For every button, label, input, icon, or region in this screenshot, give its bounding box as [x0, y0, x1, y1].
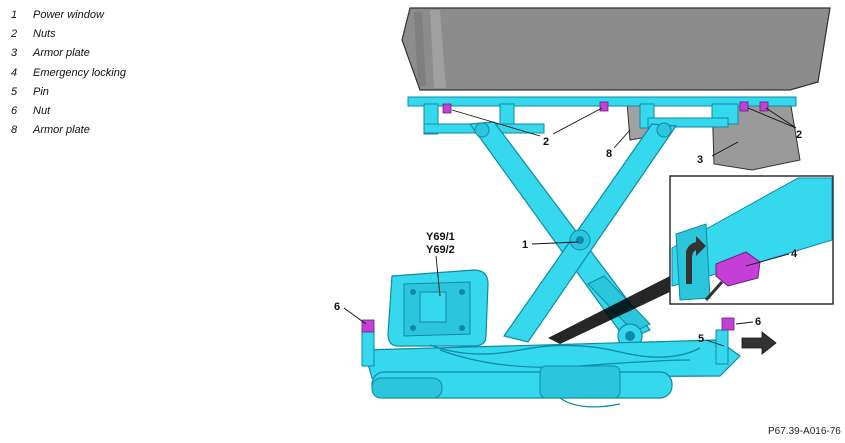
legend-item-4: 4 Emergency locking — [11, 67, 126, 79]
callout-y69-2: Y69/2 — [426, 244, 455, 256]
detail-inset — [548, 175, 834, 344]
callout-2-right: 2 — [796, 129, 802, 141]
legend-text: Nuts — [33, 28, 56, 40]
pump-motor — [371, 365, 673, 408]
callout-4: 4 — [791, 248, 798, 260]
callout-8: 8 — [606, 148, 612, 160]
legend-number: 1 — [11, 9, 18, 21]
valve-block — [387, 269, 489, 347]
callout-6-right: 6 — [755, 316, 761, 328]
legend-number: 8 — [11, 124, 18, 136]
legend-number: 6 — [11, 105, 18, 117]
callout-3: 3 — [697, 154, 703, 166]
callout-6-left: 6 — [334, 301, 340, 313]
fasteners — [361, 101, 769, 333]
direction-arrow — [741, 331, 777, 355]
legend-text: Emergency locking — [33, 67, 126, 79]
legend-number: 4 — [11, 67, 18, 79]
legend-item-3: 3 Armor plate — [11, 47, 90, 59]
window-glass — [401, 7, 831, 91]
scissor-mechanism — [468, 121, 678, 343]
legend-text: Armor plate — [33, 124, 90, 136]
legend-item-6: 6 Nut — [11, 105, 50, 117]
legend-item-5: 5 Pin — [11, 86, 49, 98]
legend-text: Power window — [33, 9, 104, 21]
callout-2-left: 2 — [543, 136, 549, 148]
callout-5: 5 — [698, 333, 704, 345]
legend-text: Nut — [33, 105, 51, 117]
leader-lines — [343, 107, 797, 347]
callout-1: 1 — [522, 239, 528, 251]
callout-y69-1: Y69/1 — [426, 231, 455, 243]
legend-item-1: 1 Power window — [11, 9, 104, 21]
legend-text: Pin — [33, 86, 49, 98]
legend-number: 5 — [11, 86, 18, 98]
legend-item-8: 8 Armor plate — [11, 124, 90, 136]
legend-item-2: 2 Nuts — [11, 28, 56, 40]
legend-number: 2 — [11, 28, 18, 40]
reference-code: P67.39-A016-76 — [768, 426, 841, 437]
legend-text: Armor plate — [33, 47, 90, 59]
legend-number: 3 — [11, 47, 18, 59]
